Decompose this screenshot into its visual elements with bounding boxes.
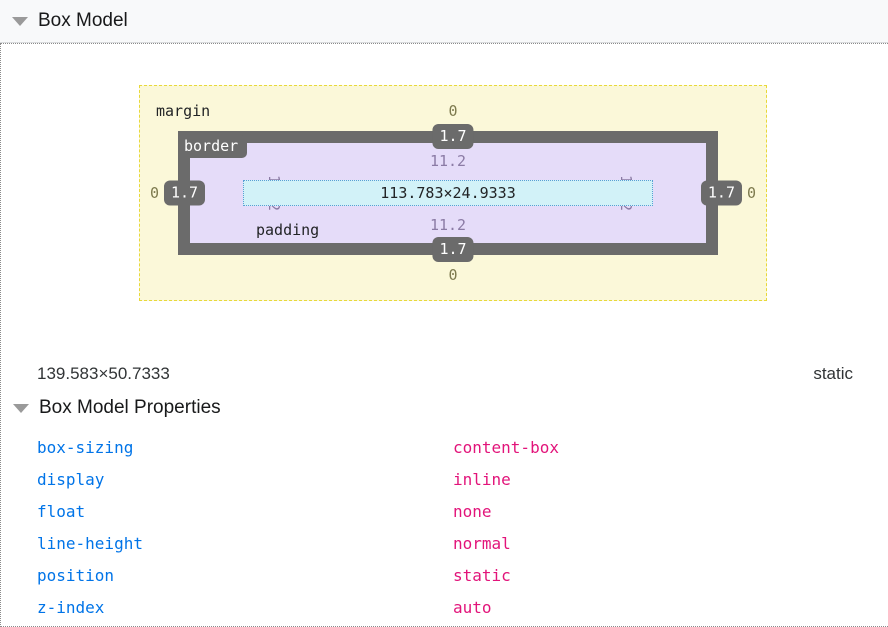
table-row[interactable]: float none xyxy=(1,495,888,527)
box-model-properties-list: box-sizing content-box display inline fl… xyxy=(1,431,888,623)
border-left-value[interactable]: 1.7 xyxy=(164,180,206,206)
border-top-value[interactable]: 1.7 xyxy=(432,124,474,149)
margin-right-value[interactable]: 0 xyxy=(746,184,756,202)
content-size-label: 113.783×24.9333 xyxy=(380,184,516,202)
table-row[interactable]: box-sizing content-box xyxy=(1,431,888,463)
element-size-label: 139.583×50.7333 xyxy=(37,364,170,383)
box-model-summary-row: 139.583×50.7333 static xyxy=(1,359,888,389)
property-name[interactable]: position xyxy=(37,565,115,585)
property-value[interactable]: static xyxy=(453,565,511,585)
margin-region-label: margin xyxy=(156,102,211,120)
margin-bottom-value[interactable]: 0 xyxy=(448,266,458,284)
property-value[interactable]: auto xyxy=(453,597,492,617)
property-value[interactable]: inline xyxy=(453,469,511,489)
chevron-down-icon[interactable] xyxy=(13,403,29,413)
chevron-down-icon[interactable] xyxy=(12,16,28,26)
box-model-border-region[interactable]: padding 11.2 11.2 11.2 11.2 113.783×24.9… xyxy=(178,131,718,255)
padding-bottom-value[interactable]: 11.2 xyxy=(429,152,467,170)
table-row[interactable]: display inline xyxy=(1,463,888,495)
element-position-label: static xyxy=(813,364,853,383)
table-row[interactable]: position static xyxy=(1,559,888,591)
property-name[interactable]: z-index xyxy=(37,597,105,617)
table-row[interactable]: line-height normal xyxy=(1,527,888,559)
box-model-panel-body: margin 0 0 0 0 padding 11.2 11.2 11.2 11… xyxy=(0,43,888,627)
padding-top-value[interactable]: 11.2 xyxy=(429,216,467,234)
padding-region-label: padding xyxy=(256,221,320,239)
property-name[interactable]: box-sizing xyxy=(37,437,134,457)
box-model-content-region[interactable]: 113.783×24.9333 xyxy=(243,180,653,206)
property-name[interactable]: line-height xyxy=(37,533,143,553)
property-name[interactable]: float xyxy=(37,501,86,521)
border-right-value[interactable]: 1.7 xyxy=(700,180,742,206)
box-model-padding-region[interactable]: padding 11.2 11.2 11.2 11.2 113.783×24.9… xyxy=(190,143,706,243)
page-title: Box Model xyxy=(38,10,128,31)
property-name[interactable]: display xyxy=(37,469,105,489)
property-value[interactable]: none xyxy=(453,501,492,521)
margin-top-value[interactable]: 0 xyxy=(448,102,458,120)
box-model-margin-region[interactable]: margin 0 0 0 0 padding 11.2 11.2 11.2 11… xyxy=(139,85,767,301)
box-model-properties-header[interactable]: Box Model Properties xyxy=(13,397,221,419)
border-bottom-value[interactable]: 1.7 xyxy=(432,237,474,262)
margin-left-value[interactable]: 0 xyxy=(150,184,160,202)
box-model-panel-header[interactable]: Box Model xyxy=(0,0,888,43)
box-model-diagram[interactable]: margin 0 0 0 0 padding 11.2 11.2 11.2 11… xyxy=(139,85,767,301)
box-model-properties-title: Box Model Properties xyxy=(39,397,221,418)
table-row[interactable]: z-index auto xyxy=(1,591,888,623)
property-value[interactable]: content-box xyxy=(453,437,559,457)
border-region-label: border xyxy=(178,135,248,158)
property-value[interactable]: normal xyxy=(453,533,511,553)
